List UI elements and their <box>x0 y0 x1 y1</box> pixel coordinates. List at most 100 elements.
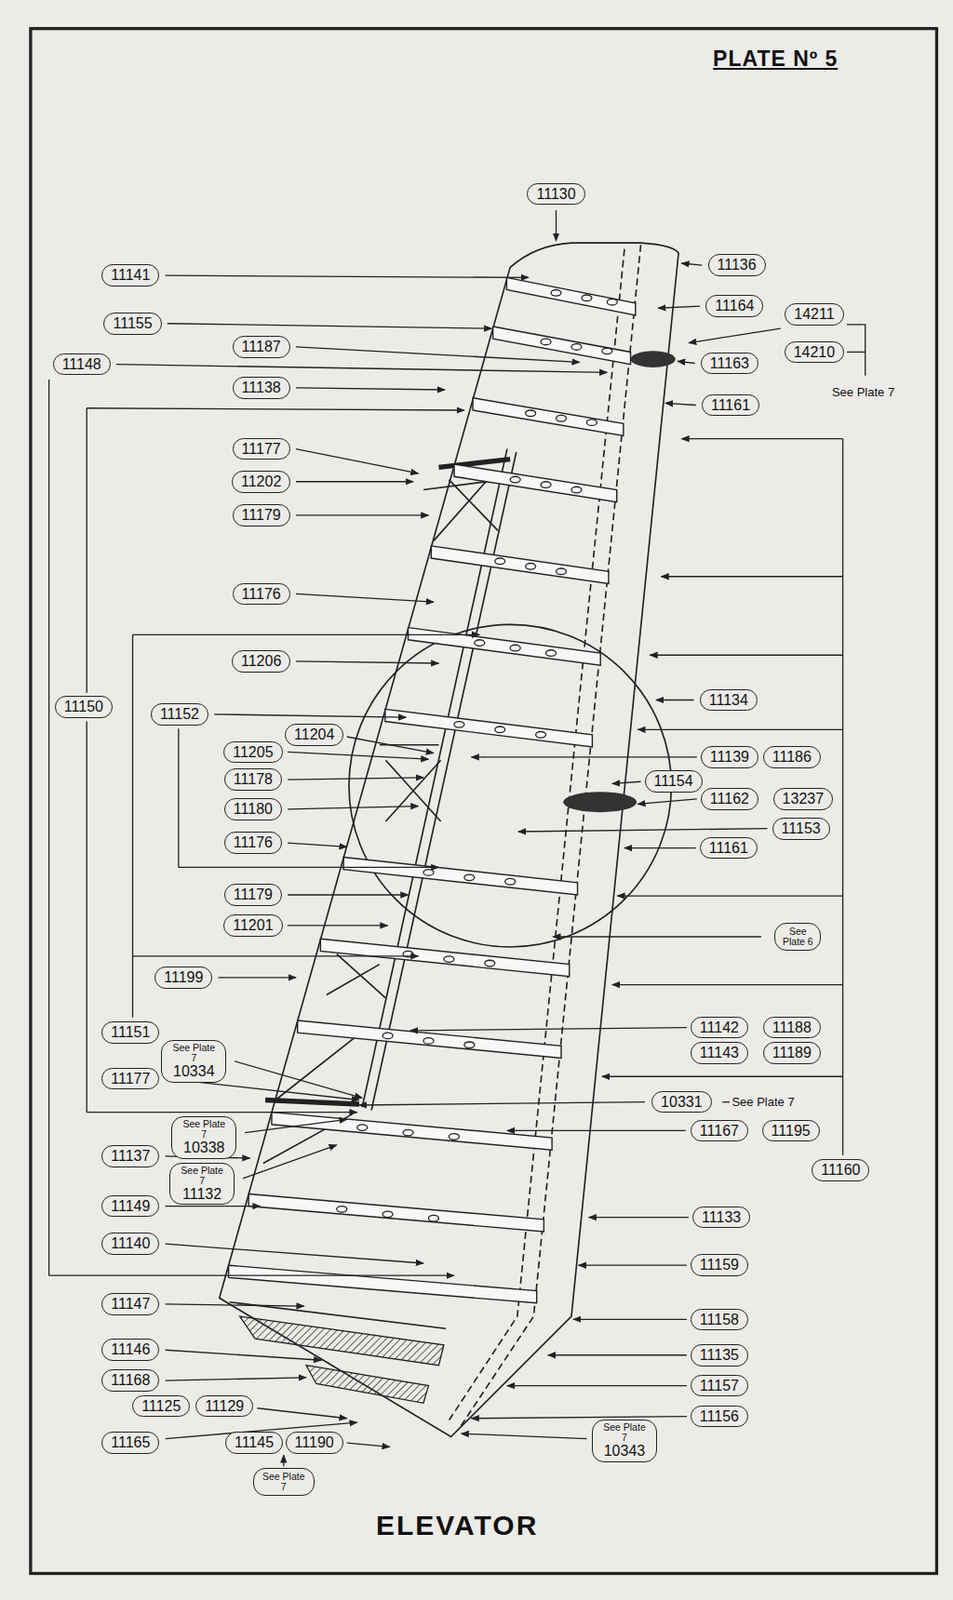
callout-number: See Plate 7 <box>253 1468 315 1497</box>
callout-text: 11161 <box>711 397 751 415</box>
callout-text: 11205 <box>232 744 273 762</box>
callout-number: 11129 <box>195 1395 254 1419</box>
callout-text: 11130 <box>536 186 576 203</box>
callout-number: 11178 <box>224 768 282 792</box>
callout-text: 11156 <box>699 1409 739 1426</box>
callout-text: 11159 <box>699 1257 739 1275</box>
callout-number: 11139 <box>700 746 759 769</box>
callout-number: See Plate 710343 <box>591 1420 658 1464</box>
callout-text: See Plate 7 <box>178 1166 226 1187</box>
callout-number: 11187 <box>232 335 291 359</box>
callout-text: 11180 <box>233 801 273 819</box>
callout-text: 11147 <box>110 1296 150 1314</box>
callout-number: 11202 <box>231 470 291 494</box>
callout-number: 11143 <box>690 1042 749 1065</box>
callout-text: 11125 <box>141 1398 181 1416</box>
callout-text: 11160 <box>820 1162 860 1180</box>
callout-number: 11141 <box>101 264 160 287</box>
callout-number: 11204 <box>284 724 344 747</box>
callout-text: See Plate 7 <box>170 1043 217 1064</box>
callout-number: 11189 <box>763 1042 821 1065</box>
callout-number: 11146 <box>101 1339 160 1362</box>
callout-number: 11153 <box>772 818 831 841</box>
callout-number: 11199 <box>154 966 213 990</box>
callout-text: 11151 <box>110 1024 150 1042</box>
callout-text: 11161 <box>709 840 749 858</box>
callout-text: 11138 <box>241 379 282 397</box>
callout-number: 11133 <box>692 1207 751 1230</box>
callout-text: 11134 <box>709 692 749 710</box>
callout-text: 11141 <box>110 267 150 284</box>
callout-text: See Plate 7 <box>260 1472 308 1493</box>
callout-text: See Plate 6 <box>781 926 814 948</box>
callout-number: 11165 <box>101 1432 160 1455</box>
callout-text: 11206 <box>241 653 282 671</box>
callout-text: 11139 <box>710 749 750 766</box>
callout-text: See Plate 7 <box>601 1422 648 1444</box>
callout-number: 11152 <box>150 703 209 726</box>
callout-text: 11178 <box>233 771 273 789</box>
callout-text: 10343 <box>604 1443 646 1461</box>
callout-number: 11147 <box>101 1293 160 1316</box>
callout-number: 14211 <box>784 303 844 326</box>
callout-number: 11158 <box>690 1309 749 1332</box>
callout-number: 11177 <box>232 438 291 461</box>
callout-number: 11159 <box>690 1254 749 1277</box>
callout-number: 11161 <box>701 394 760 417</box>
callout-text: 11186 <box>772 749 812 766</box>
callout-text: 11165 <box>110 1435 150 1452</box>
callout-text: 11179 <box>233 886 273 904</box>
callout-text: 10338 <box>183 1140 226 1157</box>
callout-number: 11151 <box>101 1021 160 1045</box>
callout-text: 11167 <box>699 1123 739 1141</box>
callout-number: 11179 <box>232 504 291 527</box>
callout-text: 11176 <box>233 834 273 852</box>
callout-number: 11125 <box>132 1395 190 1419</box>
ribs <box>228 277 636 1303</box>
callout-number: 11188 <box>763 1017 821 1040</box>
callout-number: 11195 <box>762 1120 820 1143</box>
callout-number: 11186 <box>763 746 821 769</box>
callout-text: 11157 <box>699 1378 739 1396</box>
callout-text: 11168 <box>110 1372 150 1390</box>
callout-number: 11156 <box>690 1406 749 1429</box>
callout-text: 11145 <box>234 1435 274 1452</box>
callout-text: 10334 <box>173 1063 215 1081</box>
callout-text: 13237 <box>782 791 825 808</box>
plate-title: PLATE Nº 5 <box>712 46 838 72</box>
callout-text: 11163 <box>710 355 750 373</box>
callout-number: See Plate 711132 <box>169 1163 235 1207</box>
callout-number: See Plate 710338 <box>171 1116 237 1160</box>
callout-text: 11150 <box>64 698 104 716</box>
callout-text: 11162 <box>710 791 750 808</box>
callout-number: See Plate 710334 <box>161 1040 227 1084</box>
callout-number: 11155 <box>103 312 162 336</box>
callout-text: 11129 <box>204 1398 244 1416</box>
callout-text: 11153 <box>781 820 821 838</box>
callout-number: 11205 <box>223 741 282 765</box>
callout-number: 11140 <box>101 1233 160 1256</box>
callout-text: 11136 <box>717 256 757 274</box>
callout-text: 11176 <box>241 586 282 604</box>
callout-number: 11130 <box>526 183 585 206</box>
callout-number: 11161 <box>699 837 758 860</box>
callout-number: 11160 <box>811 1159 870 1182</box>
plate-reference: See Plate 7 <box>729 1095 796 1110</box>
callout-text: 11155 <box>112 315 152 333</box>
callout-number: 10331 <box>651 1091 712 1115</box>
callout-text: 11189 <box>772 1045 812 1062</box>
lightening-holes <box>336 290 618 1223</box>
shaded-fittings <box>240 350 676 1404</box>
callout-number: 11167 <box>690 1120 749 1143</box>
callout-text: 11154 <box>654 773 694 791</box>
callout-number: 11168 <box>101 1369 160 1393</box>
callout-number: 14210 <box>784 341 846 364</box>
callout-text: 11140 <box>110 1235 150 1253</box>
callout-number: 11162 <box>700 788 759 811</box>
leader-lines <box>49 210 844 1467</box>
brackets <box>49 324 866 1276</box>
callout-number: 11180 <box>224 798 282 821</box>
callout-text: 11199 <box>163 969 203 987</box>
callout-text: 11201 <box>232 917 273 935</box>
callout-text: 11190 <box>295 1435 335 1452</box>
